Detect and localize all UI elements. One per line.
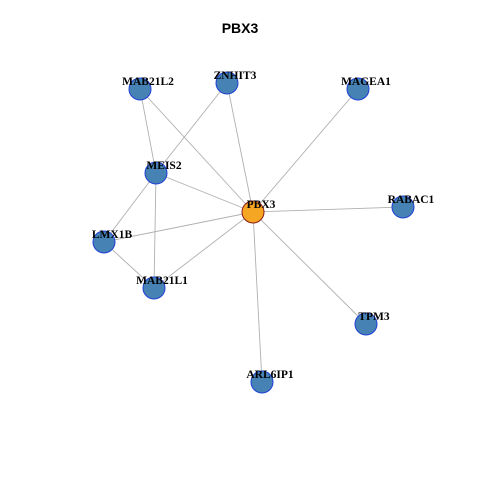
node-circle [241, 200, 265, 224]
node-lmx1b: LMX1B [92, 229, 133, 254]
node-meis2: MEIS2 [144, 160, 182, 185]
node-circle [92, 230, 116, 254]
node-label: LMX1B [92, 229, 133, 241]
node-label: RABAC1 [388, 194, 435, 206]
node-magea1: MAGEA1 [341, 76, 391, 101]
node-label: ZNHIT3 [214, 70, 257, 82]
edge-mab21l2-pbx3 [139, 88, 254, 213]
node-label: MAB21L1 [136, 275, 188, 287]
edge-pbx3-arl6ip1 [252, 211, 263, 383]
node-tpm3: TPM3 [354, 311, 390, 336]
edge-pbx3-rabac1 [252, 206, 404, 213]
edge-mab21l2-meis2 [139, 88, 157, 174]
edges-layer [103, 82, 404, 383]
edge-znhit3-meis2 [155, 82, 228, 174]
edge-pbx3-mab21l1 [153, 211, 254, 289]
node-label: MAB21L2 [122, 76, 174, 88]
node-label: ARL6IP1 [246, 369, 294, 381]
node-mab21l2: MAB21L2 [122, 76, 174, 101]
node-circle [391, 195, 415, 219]
node-circle [250, 370, 274, 394]
edge-pbx3-lmx1b [103, 211, 254, 243]
edge-meis2-lmx1b [103, 172, 157, 243]
node-mab21l1: MAB21L1 [136, 275, 188, 300]
node-circle [128, 77, 152, 101]
node-pbx3: PBX3 [241, 199, 276, 224]
edge-meis2-mab21l1 [153, 172, 157, 289]
node-label: PBX3 [247, 199, 276, 211]
node-circle [346, 77, 370, 101]
node-label: TPM3 [358, 311, 390, 323]
node-label: MAGEA1 [341, 76, 391, 88]
node-znhit3: ZNHIT3 [214, 70, 257, 95]
node-arl6ip1: ARL6IP1 [246, 369, 294, 394]
node-rabac1: RABAC1 [388, 194, 435, 219]
node-circle [144, 161, 168, 185]
edge-magea1-pbx3 [252, 88, 359, 213]
node-circle [354, 312, 378, 336]
node-circle [215, 71, 239, 95]
edge-meis2-pbx3 [155, 172, 254, 213]
edge-znhit3-pbx3 [226, 82, 254, 213]
edge-pbx3-tpm3 [252, 211, 367, 325]
node-label: MEIS2 [146, 160, 181, 172]
node-circle [142, 276, 166, 300]
diagram-title: PBX3 [221, 20, 259, 36]
